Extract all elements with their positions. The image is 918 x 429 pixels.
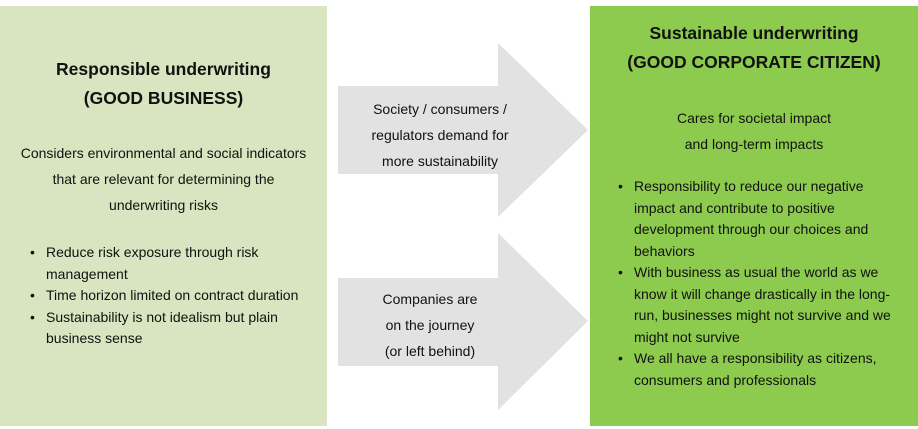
arrow-label-line: (or left behind) (384, 343, 476, 359)
responsible-underwriting-intro: Considers environmental and social indic… (0, 140, 327, 218)
arrow-label-line: on the journey (385, 317, 475, 333)
responsible-underwriting-title-line1: Responsible underwriting (56, 59, 271, 79)
responsible-underwriting-title-line2: (GOOD BUSINESS) (83, 88, 244, 108)
bullet-item: We all have a responsibility as citizens… (618, 348, 908, 391)
intro-line: and long-term impacts (684, 136, 824, 152)
sustainable-underwriting-bullets: Responsibility to reduce our negative im… (618, 176, 908, 391)
intro-line: Cares for societal impact (676, 110, 832, 126)
intro-line: underwriting risks (109, 197, 218, 213)
bullet-item: Reduce risk exposure through risk manage… (30, 242, 315, 285)
arrow-label-line: Society / consumers / (373, 101, 507, 117)
top-arrow-label: Society / consumers / regulators demand … (340, 96, 540, 174)
bullet-item: Responsibility to reduce our negative im… (618, 176, 908, 262)
sustainable-underwriting-title-line2: (GOOD CORPORATE CITIZEN) (627, 52, 881, 72)
sustainable-underwriting-title-line1: Sustainable underwriting (649, 23, 859, 43)
responsible-underwriting-bullets: Reduce risk exposure through risk manage… (30, 242, 315, 350)
responsible-underwriting-title: Responsible underwriting (GOOD BUSINESS) (0, 55, 327, 113)
intro-line: that are relevant for determining the (52, 171, 275, 187)
sustainable-underwriting-panel: Sustainable underwriting (GOOD CORPORATE… (590, 6, 918, 426)
sustainable-underwriting-title: Sustainable underwriting (GOOD CORPORATE… (590, 19, 918, 77)
responsible-underwriting-panel: Responsible underwriting (GOOD BUSINESS)… (0, 6, 327, 426)
bottom-arrow (338, 233, 588, 410)
arrow-label-line: Companies are (382, 291, 478, 307)
top-arrow (338, 43, 588, 217)
arrow-label-line: more sustainability (382, 153, 498, 169)
bottom-arrow-label: Companies are on the journey (or left be… (340, 286, 520, 364)
arrow-label-line: regulators demand for (371, 127, 509, 143)
intro-line: Considers environmental and social indic… (20, 145, 307, 161)
bullet-item: Sustainability is not idealism but plain… (30, 307, 315, 350)
sustainable-underwriting-intro: Cares for societal impact and long-term … (590, 105, 918, 157)
bullet-item: Time horizon limited on contract duratio… (30, 285, 315, 307)
bullet-item: With business as usual the world as we k… (618, 262, 908, 348)
